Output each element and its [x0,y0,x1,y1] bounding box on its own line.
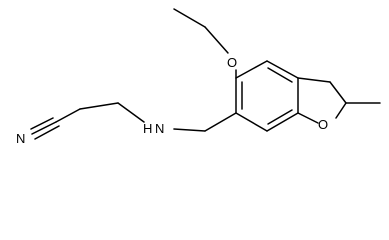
amine-nh-label: H N [143,121,164,136]
bond-ch2-cn [55,108,81,123]
ethoxy-group [173,8,237,79]
bond-c4-c5 [266,112,299,132]
nitrile-nitrogen-label: N [16,131,25,146]
bond-ch2-ch [329,81,347,104]
double-bond-c2-c3 [267,67,293,83]
bond-c6-ch2 [204,112,237,132]
ring-oxygen-label: O [318,117,328,132]
triple-bond-line-2 [30,117,54,130]
bond-o-ch2 [204,26,229,54]
double-bond-c4-c5 [267,109,293,125]
bond-ch-o [335,102,347,119]
dihydrofuran-ring [297,77,381,124]
triple-bond-line-1 [31,121,57,135]
molecule-structure-diagram: N H N O O [16,8,381,146]
bond-c5-c6 [235,112,268,132]
bond-ch2-ch3 [173,8,206,28]
bond-c3-ch2 [297,77,331,83]
bond-c2-c3 [266,60,299,79]
bond-nh-ch2 [117,102,145,123]
bond-ch2-ch2 [79,102,119,110]
bond-ch2-nh [173,128,206,132]
aminopropionitrile-chain [30,102,237,140]
bond-o-c4 [297,112,319,124]
benzene-ring [235,60,299,132]
triple-bond-line-3 [34,125,60,140]
ether-oxygen-label: O [227,55,237,70]
bond-c1-c2 [235,60,268,79]
